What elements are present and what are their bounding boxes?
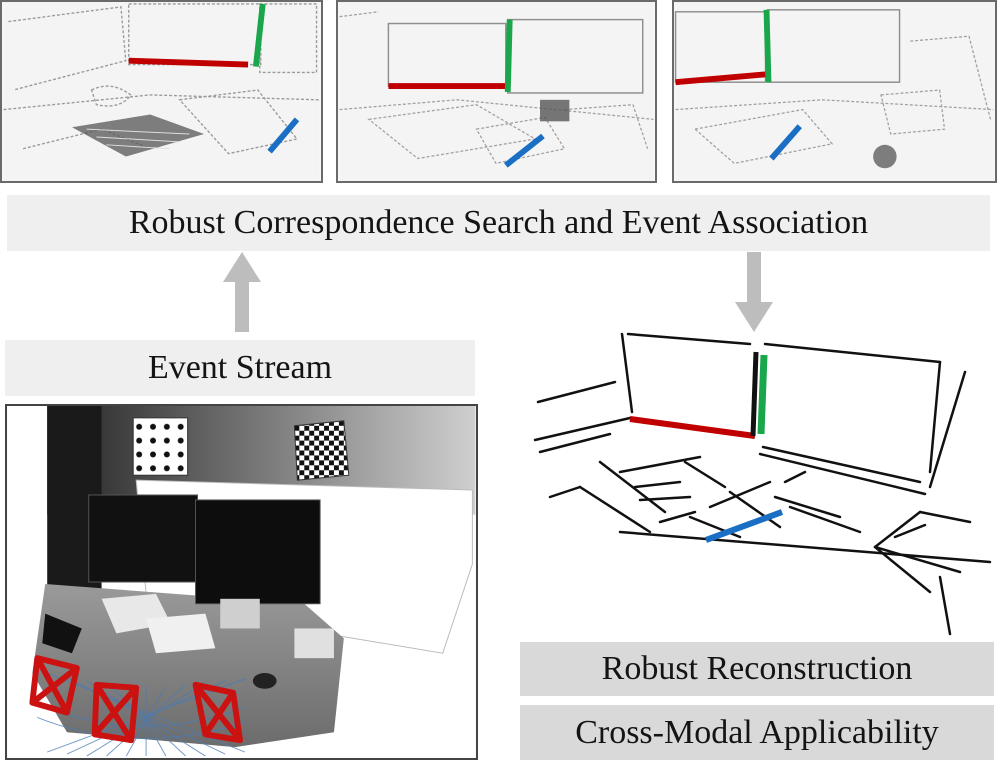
keyboard-sketch: [72, 114, 205, 157]
mug-sketch: [873, 144, 897, 169]
reconstructed-lines: [533, 332, 992, 636]
event-frame-3: [672, 0, 997, 183]
camera-frustums: [29, 655, 243, 744]
event-stream-label: Event Stream: [5, 340, 475, 396]
blue-segment: [267, 117, 300, 154]
arrow-up-icon: [223, 252, 261, 332]
blue-segment: [769, 124, 802, 161]
arrow-down-icon: [735, 252, 773, 332]
green-segment: [252, 3, 266, 67]
event-frame-2-sketch: [339, 2, 654, 181]
green-segment: [504, 19, 513, 93]
reconstruction-label: Robust Reconstruction: [520, 642, 994, 696]
red-segment: [675, 71, 766, 86]
green-segment: [757, 354, 768, 435]
monitor-right: [195, 499, 321, 605]
monitor-left: [88, 494, 198, 583]
event-frame-3-sketch: [674, 2, 994, 181]
line-reconstruction: [533, 332, 992, 636]
calibration-dots-board: [132, 417, 189, 476]
black-edge: [750, 351, 759, 437]
event-frame-2: [336, 0, 657, 183]
green-segment: [763, 9, 772, 83]
device-sketch: [540, 99, 570, 122]
red-segment: [128, 57, 249, 68]
correspondence-label: Robust Correspondence Search and Event A…: [7, 195, 990, 251]
red-segment: [629, 416, 756, 439]
checkerboard: [293, 420, 350, 481]
blue-segment: [704, 509, 784, 543]
scene-illustration: [7, 406, 476, 758]
keyboard: [42, 613, 82, 654]
scene-point-cloud: [5, 404, 478, 760]
blue-segment: [503, 133, 545, 168]
mouse: [252, 672, 277, 689]
cross-modal-label: Cross-Modal Applicability: [520, 705, 994, 760]
event-frame-1-sketch: [3, 2, 320, 181]
event-frame-1: [0, 0, 323, 183]
